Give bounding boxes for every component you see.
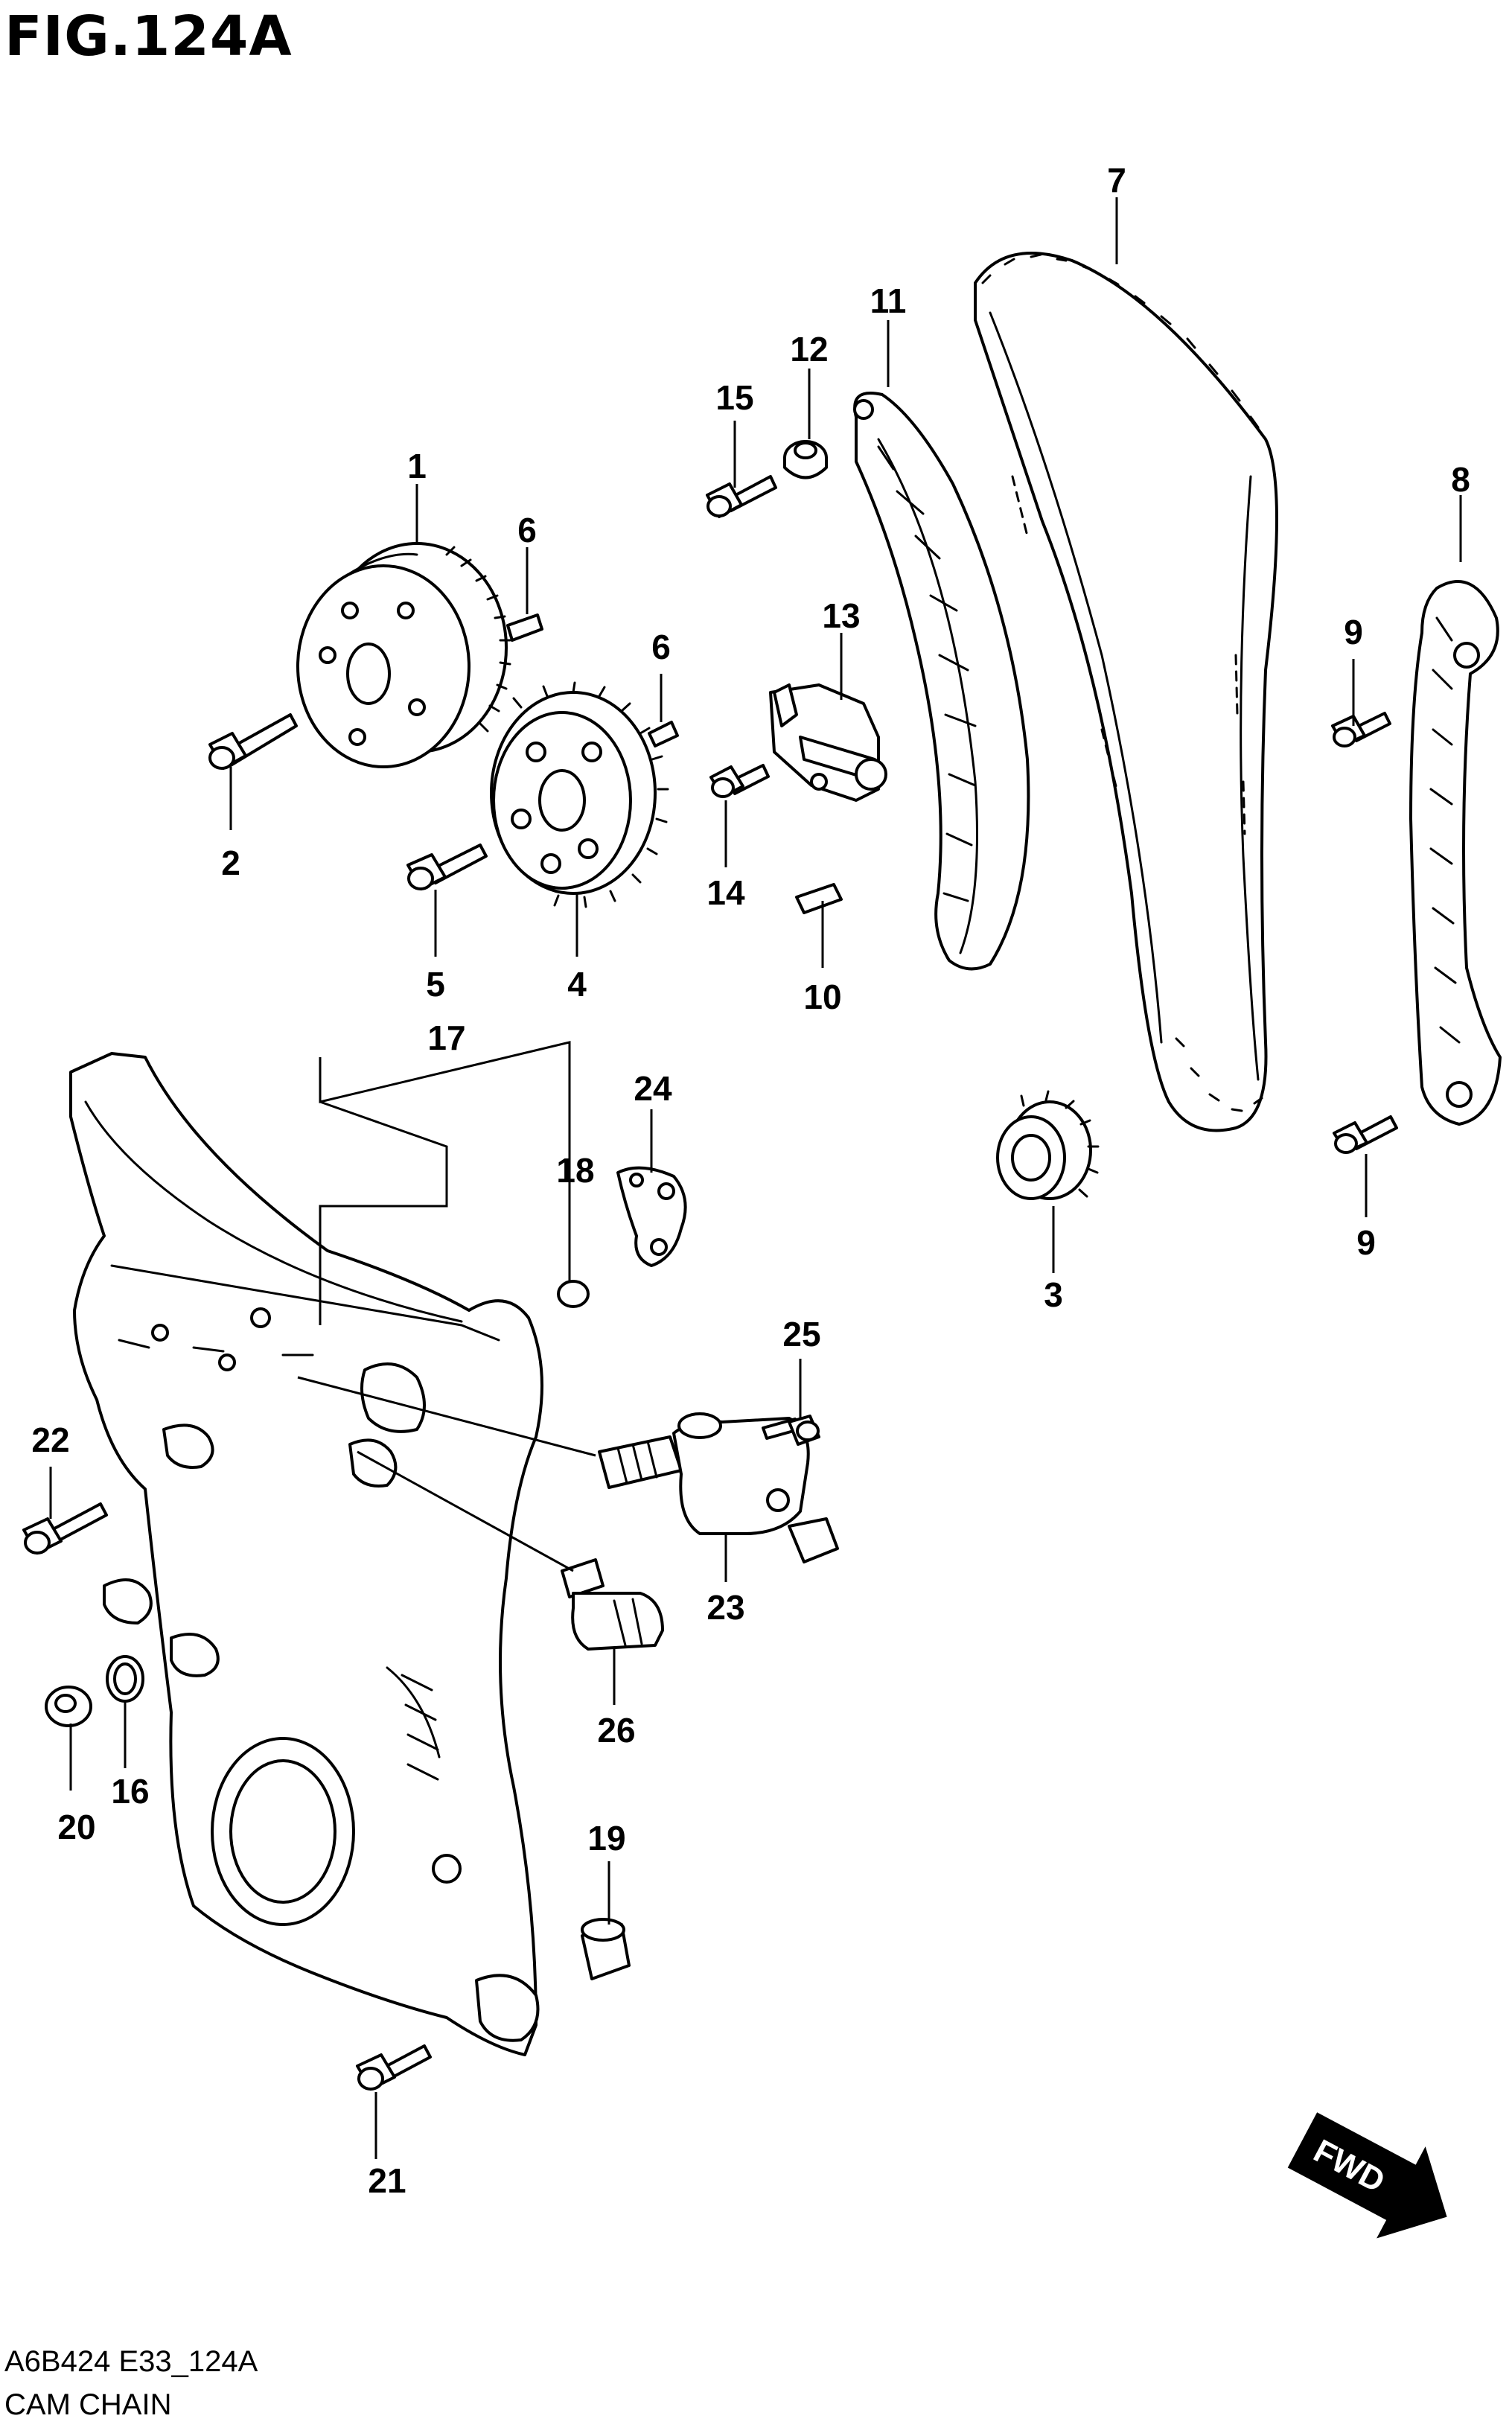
callout-1: 1	[407, 447, 427, 485]
part-7-timing-chain	[974, 252, 1278, 1132]
section-name: CAM CHAIN	[4, 2388, 172, 2421]
callout-5: 5	[426, 965, 445, 1004]
part-1-vvt-sprocket	[296, 542, 511, 768]
part-8-chain-guide	[1409, 580, 1502, 1126]
callout-17: 17	[427, 1018, 465, 1057]
part-2-bolt	[208, 713, 298, 770]
part-4-cam-gear	[490, 681, 669, 908]
callout-9b: 9	[1356, 1223, 1376, 1262]
part-10-pin	[795, 883, 843, 914]
callout-19: 19	[587, 1819, 625, 1858]
part-14-bolt	[709, 764, 770, 798]
callout-11: 11	[870, 281, 907, 320]
callout-25: 25	[782, 1315, 820, 1353]
part-5-bolt	[406, 844, 488, 890]
callout-numbers: 1 2 3 4 5 6 6 7 8 9 9 10 11 12 13 14 15 …	[31, 161, 1470, 2200]
part-23-oil-control-valve	[598, 1412, 839, 1563]
part-18-plug	[557, 1280, 590, 1308]
callout-22: 22	[31, 1421, 69, 1459]
callout-24: 24	[634, 1069, 672, 1108]
part-22-bolt	[22, 1502, 108, 1555]
part-20-drain-plug	[45, 1686, 92, 1727]
leader-lines	[49, 197, 1462, 2159]
part-12-bushing	[783, 440, 828, 479]
part-9-bolt-lower	[1333, 1115, 1398, 1154]
callout-12: 12	[790, 330, 828, 369]
part-21-bolt	[356, 2044, 432, 2091]
callout-13: 13	[822, 596, 860, 635]
callout-23: 23	[706, 1588, 744, 1627]
callout-6b: 6	[651, 628, 671, 666]
part-26-oil-pressure-switch	[561, 1558, 664, 1651]
callout-10: 10	[803, 978, 841, 1016]
callout-26: 26	[597, 1711, 635, 1750]
part-24-bracket	[616, 1166, 687, 1267]
part-3-crank-sprocket	[996, 1090, 1100, 1200]
callout-9a: 9	[1344, 613, 1363, 651]
callout-6a: 6	[517, 511, 537, 549]
callout-15: 15	[715, 378, 753, 417]
part-17-timing-cover	[69, 1052, 543, 2056]
part-11-chain-guide	[853, 392, 1030, 971]
callout-8: 8	[1451, 460, 1470, 499]
part-19-dowel	[581, 1918, 631, 1980]
part-15-bolt	[706, 475, 777, 518]
fwd-arrow-icon: FWD	[1287, 2112, 1447, 2239]
callout-7: 7	[1107, 161, 1126, 200]
part-9-bolt-upper	[1331, 712, 1391, 747]
callout-2: 2	[221, 844, 240, 882]
part-16-washer	[106, 1655, 144, 1703]
part-6-dowel-pins	[506, 613, 679, 747]
diagram-code: A6B424 E33_124A	[4, 2345, 258, 2378]
callout-4: 4	[567, 965, 587, 1004]
callout-21: 21	[368, 2161, 406, 2200]
callout-18: 18	[556, 1151, 594, 1190]
callout-20: 20	[57, 1808, 95, 1846]
figure-title: FIG.124A	[4, 4, 293, 68]
callout-16: 16	[111, 1772, 149, 1811]
part-25-bolt	[762, 1415, 820, 1446]
part-13-chain-tensioner	[769, 683, 887, 802]
callout-14: 14	[706, 873, 745, 912]
callout-3: 3	[1044, 1275, 1063, 1314]
